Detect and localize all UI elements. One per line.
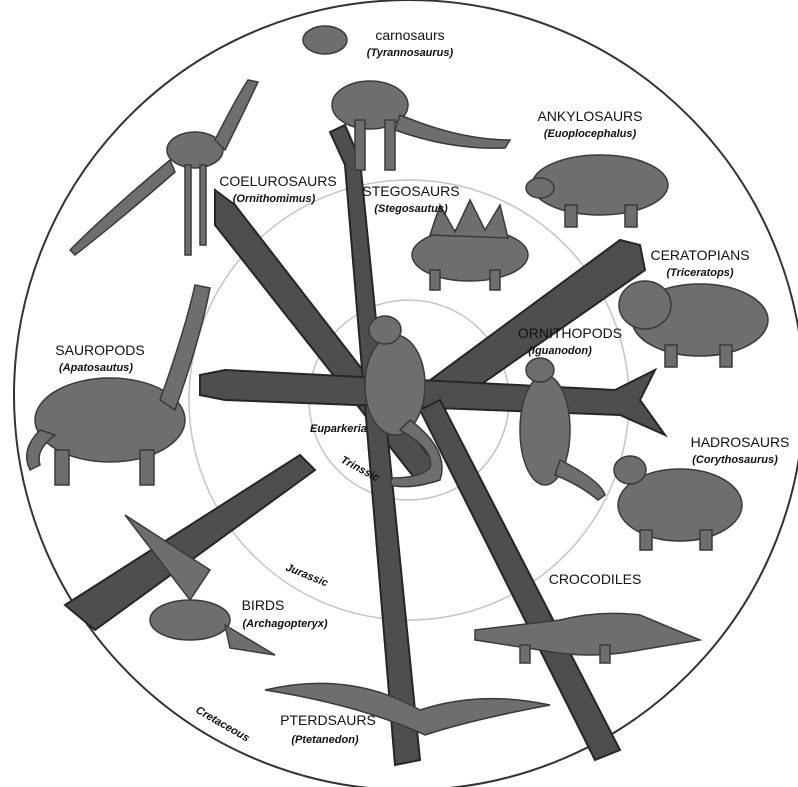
group-genus-hadrosaurs: (Corythosaurus)	[692, 454, 778, 466]
group-name-birds: BIRDS	[242, 597, 285, 613]
group-genus-coelurosaurs: (Ornithomimus)	[233, 193, 316, 205]
group-name-ornithopods: ORNITHOPODS	[518, 325, 622, 341]
center-label: Euparkeria	[310, 423, 367, 435]
group-genus-stegosaurs: (Stegosautus)	[374, 203, 448, 215]
group-genus-birds: (Archagopteryx)	[243, 618, 328, 630]
group-name-carnosaurs: carnosaurs	[375, 27, 444, 43]
group-name-crocodiles: CROCODILES	[549, 571, 642, 587]
group-name-ankylosaurs: ANKYLOSAURS	[537, 108, 642, 124]
group-name-pterosaurs: PTERDSAURS	[280, 712, 376, 728]
group-genus-sauropods: (Apatosautus)	[59, 362, 133, 374]
group-name-ceratopians: CERATOPIANS	[650, 247, 749, 263]
group-genus-carnosaurs: (Tyrannosaurus)	[367, 47, 454, 59]
group-genus-ceratopians: (Triceratops)	[666, 267, 733, 279]
group-name-sauropods: SAUROPODS	[55, 342, 144, 358]
group-genus-pterosaurs: (Ptetanedon)	[291, 734, 359, 746]
group-genus-ankylosaurs: (Euoplocephalus)	[544, 128, 637, 140]
group-name-hadrosaurs: HADROSAURS	[691, 434, 790, 450]
group-name-stegosaurs: STEGOSAURS	[362, 183, 459, 199]
group-genus-ornithopods: (Iguanodon)	[528, 345, 592, 357]
group-name-coelurosaurs: COELUROSAURS	[219, 173, 336, 189]
